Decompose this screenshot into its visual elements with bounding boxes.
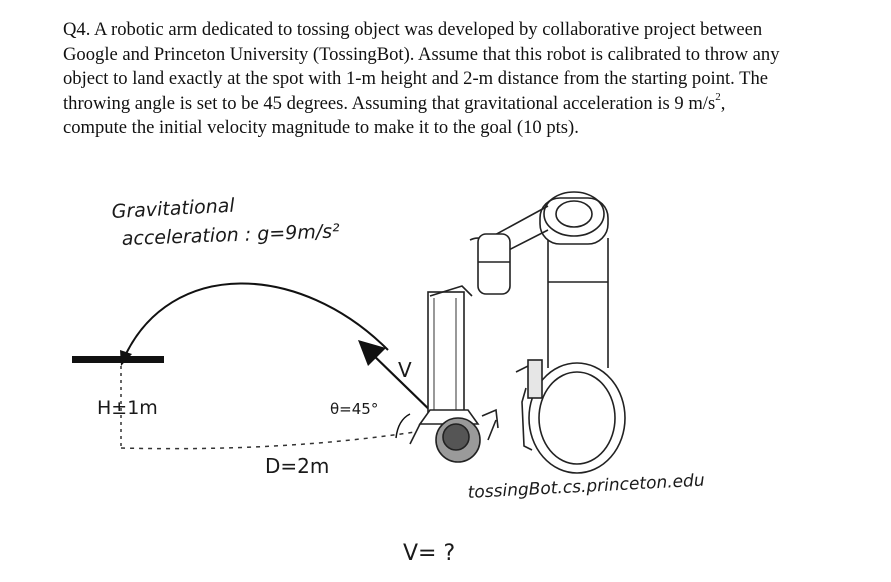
angle-arc	[395, 413, 411, 439]
velocity-arrow-shaft	[367, 349, 439, 419]
source-label: tossingBot.cs.princeton.edu	[467, 471, 705, 503]
question-line-4: throwing angle is set to be 45 degrees. …	[63, 90, 853, 117]
question-line-5: compute the initial velocity magnitude t…	[63, 117, 579, 139]
question-line-3: object to land exactly at the spot with …	[63, 68, 769, 90]
unknown-velocity-label: V= ?	[403, 541, 455, 566]
target-platform	[72, 356, 164, 363]
velocity-arrow-label: V	[398, 358, 412, 382]
gravity-label-line1: Gravitational	[111, 195, 236, 223]
question-line-2: Google and Princeton University (Tossing…	[63, 43, 780, 65]
height-label: H±1m	[97, 397, 158, 419]
question-line-1: Q4. A robotic arm dedicated to tossing o…	[63, 19, 763, 40]
gravity-label-line2: acceleration : g=9m/s²	[121, 220, 340, 250]
question-text: Q4. A robotic arm dedicated to tossing o…	[63, 18, 853, 141]
trajectory-arrowhead	[120, 350, 132, 366]
angle-label: θ=45°	[330, 400, 378, 418]
distance-label: D=2m	[265, 454, 329, 478]
exponent: 2	[715, 90, 721, 103]
question-line-4-comma: ,	[720, 92, 726, 114]
distance-dimension-line	[120, 431, 416, 450]
question-line-4-text: throwing angle is set to be 45 degrees. …	[63, 92, 716, 114]
robot-arm-drawing	[409, 191, 626, 474]
trajectory-arc	[123, 282, 389, 359]
velocity-arrowhead	[358, 340, 386, 366]
